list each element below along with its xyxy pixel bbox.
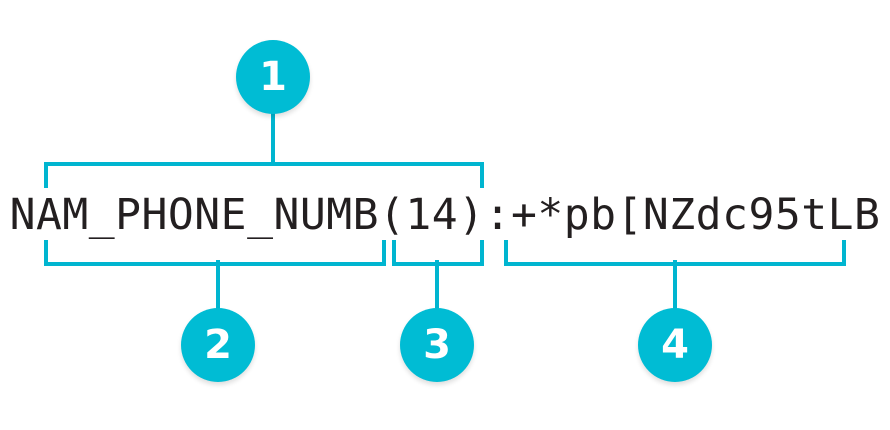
segment-key-name: NAM_PHONE_NUMB — [9, 189, 380, 240]
callout-badge-2[interactable]: 2 — [181, 308, 255, 382]
segment-length-open-paren: ( — [379, 189, 406, 240]
callout-connector-1 — [271, 108, 275, 166]
callout-connector-2 — [216, 260, 220, 316]
bracket-key-with-length — [44, 162, 484, 188]
callout-connector-3 — [435, 260, 439, 316]
bracket-value — [504, 240, 846, 266]
segment-length: 14 — [405, 189, 459, 240]
code-string: NAM_PHONE_NUMB(14):+*pb[NZdc95tLB — [0, 186, 890, 244]
callout-badge-4[interactable]: 4 — [638, 308, 712, 382]
bracket-length — [392, 240, 484, 266]
callout-badge-3[interactable]: 3 — [400, 308, 474, 382]
callout-connector-4 — [673, 260, 677, 316]
segment-value: +*pb[NZdc95tLB — [510, 189, 881, 240]
bracket-key-name — [44, 240, 386, 266]
callout-badge-1[interactable]: 1 — [236, 40, 310, 114]
segment-length-close-paren: ) — [458, 189, 485, 240]
segment-separator: : — [484, 189, 511, 240]
